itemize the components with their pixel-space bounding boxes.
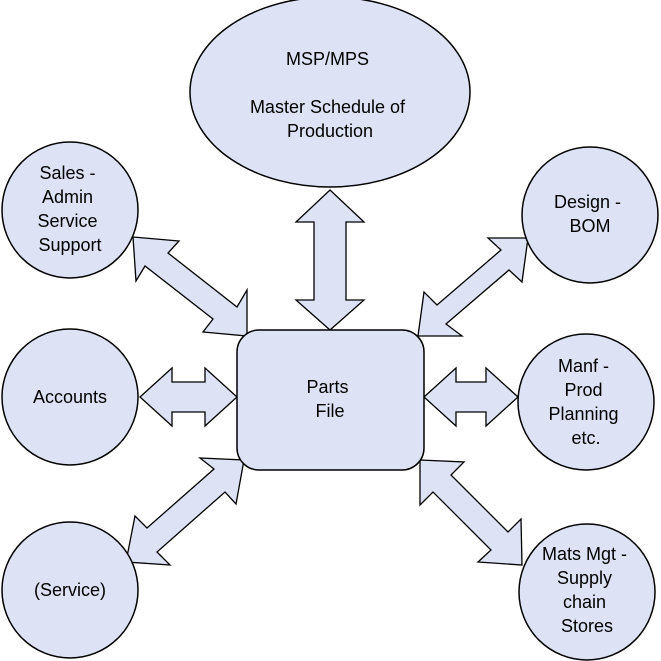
arrow-manf-to-parts: [423, 366, 519, 428]
arrow-sales-to-parts: [132, 236, 248, 337]
node-parts-file: Parts File: [236, 329, 425, 471]
node-manf-prod: Manf - Prod Planning etc.: [517, 333, 655, 471]
arrow-accounts-to-parts: [139, 366, 238, 428]
node-accounts-label: Accounts: [33, 387, 107, 407]
node-manf-prod-label: Manf - Prod Planning etc.: [548, 356, 623, 448]
node-service: (Service): [1, 521, 139, 659]
node-sales-admin: Sales - Admin Service Support: [1, 141, 139, 279]
arrow-top-to-parts: [294, 189, 366, 331]
node-parts-file-label: Parts File: [306, 377, 353, 421]
node-accounts: Accounts: [1, 328, 139, 466]
arrow-service-to-parts: [125, 457, 245, 566]
node-msp-mps-label: MSP/MPS Master Schedule of Production: [250, 49, 410, 141]
node-sales-admin-label: Sales - Admin Service Support: [37, 163, 102, 255]
node-mats-mgt: Mats Mgt - Supply chain Stores: [518, 523, 656, 661]
arrow-mats-to-parts: [419, 459, 523, 566]
node-mats-mgt-label: Mats Mgt - Supply chain Stores: [542, 544, 632, 636]
node-msp-mps: MSP/MPS Master Schedule of Production: [189, 0, 471, 188]
node-design-bom-label: Design - BOM: [554, 192, 626, 236]
node-service-label: (Service): [34, 580, 106, 600]
arrow-design-to-parts: [417, 237, 529, 337]
node-design-bom: Design - BOM: [521, 146, 659, 284]
